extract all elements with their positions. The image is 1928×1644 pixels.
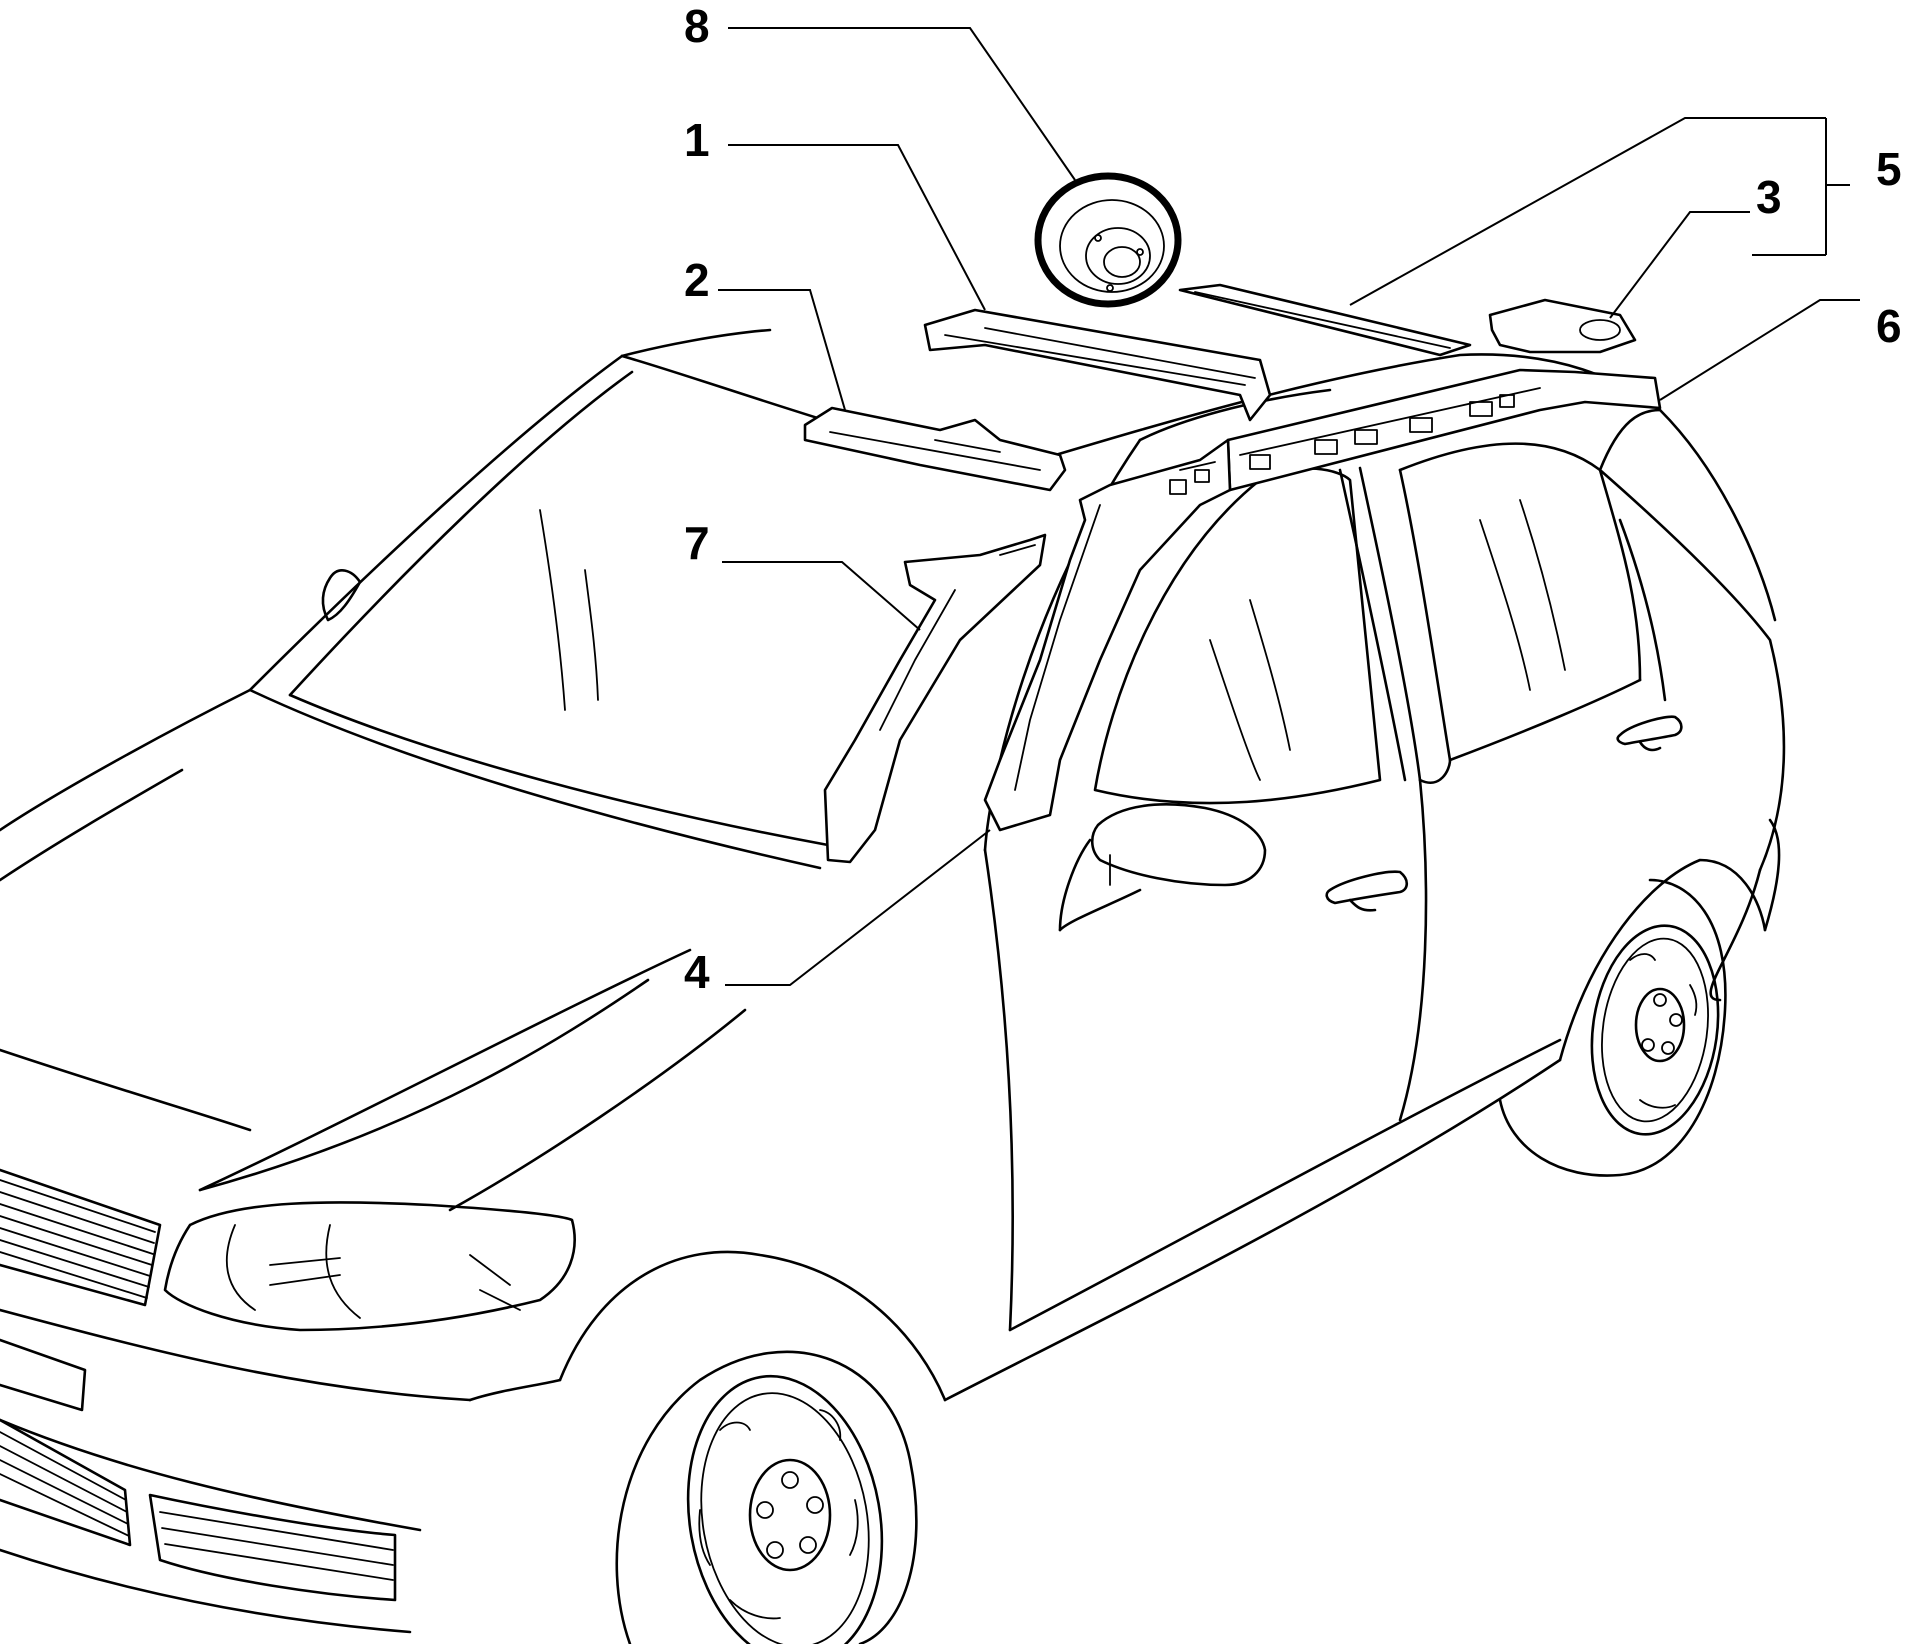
callout-4[interactable]: 4 — [684, 946, 710, 998]
part-1-roof-front-crossmember[interactable] — [923, 308, 1272, 422]
part-6-roof-side-rail[interactable] — [1226, 368, 1662, 492]
leader-2 — [718, 289, 846, 411]
callout-7[interactable]: 7 — [684, 517, 710, 569]
rail-holes — [1249, 394, 1515, 470]
part-7-a-pillar-inner-left[interactable] — [823, 533, 1047, 864]
part-5-roof-rail[interactable] — [1178, 283, 1472, 357]
car-body-outline — [0, 328, 1786, 1644]
callout-8[interactable]: 8 — [684, 0, 710, 52]
leader-6 — [1659, 299, 1860, 401]
leader-4 — [725, 829, 991, 986]
part-3-rear-bracket[interactable] — [1488, 298, 1637, 354]
part-2-windshield-crossmember[interactable] — [803, 406, 1067, 492]
callout-1[interactable]: 1 — [684, 114, 710, 166]
part-8-speaker[interactable] — [1034, 172, 1182, 308]
callout-5[interactable]: 5 — [1876, 143, 1902, 195]
leader-lines — [718, 27, 1860, 986]
leader-1 — [728, 144, 986, 311]
callout-2[interactable]: 2 — [684, 254, 710, 306]
leader-5 — [1349, 117, 1850, 306]
leader-8 — [728, 27, 1076, 181]
leader-7 — [722, 561, 921, 631]
front-wheel — [615, 1350, 918, 1644]
rear-wheel — [1498, 878, 1727, 1177]
part-4-a-pillar-right[interactable] — [983, 438, 1232, 832]
lower-grille-slats — [0, 1431, 394, 1581]
callout-6[interactable]: 6 — [1876, 300, 1902, 352]
grille-slats — [0, 1179, 156, 1299]
callout-3[interactable]: 3 — [1756, 171, 1782, 223]
leader-3 — [1609, 211, 1750, 319]
callout-labels: 8 1 2 5 3 6 7 4 — [684, 0, 1902, 998]
